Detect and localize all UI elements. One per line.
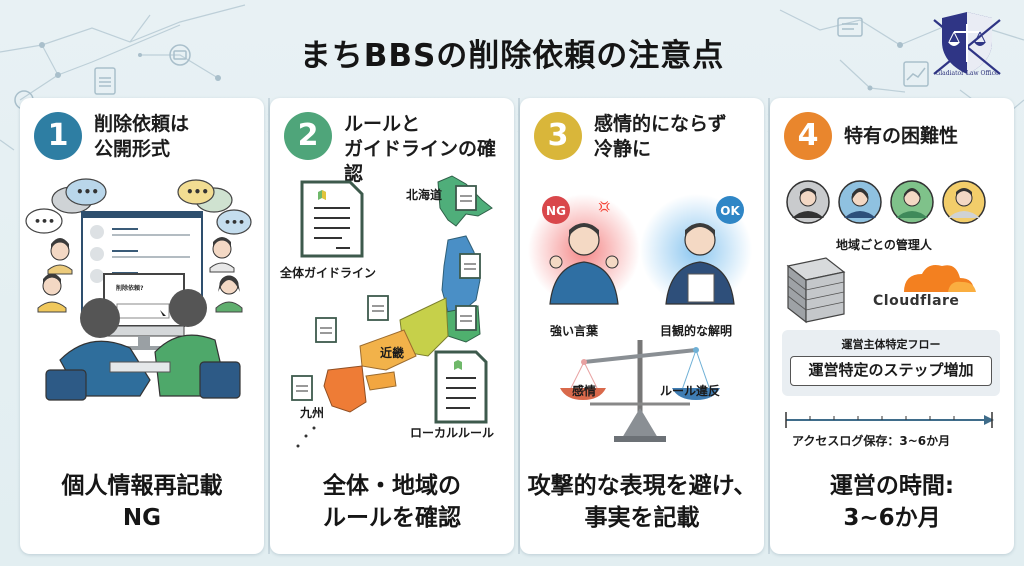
card-divider [268,98,270,554]
hokkaido-label: 北海道 [406,188,443,202]
svg-text:•••: ••• [76,185,99,199]
document-icon [300,180,364,258]
person-icon [37,237,243,313]
svg-text:•••: ••• [186,185,209,199]
ng-badge-icon: NG [542,196,570,224]
card-public-format: 1 削除依頼は 公開形式 ••• ••• ••• ••• [20,98,279,554]
cloudflare-logo-icon [904,265,976,292]
card-title: ルールと ガイドラインの確認 [344,113,497,185]
card-caption: 運営の時間: 3~6か月 [829,473,955,531]
card-title: 感情的にならず 冷静に [594,113,727,160]
card-caption: 個人情報再記載 NG [61,473,223,531]
svg-text:•••: ••• [224,216,245,229]
rule-violation-label: ルール違反 [660,384,721,398]
japan-map-with-documents-illustration [291,175,493,448]
avatar-icon [786,180,986,224]
firewall-brick-wall-icon [786,257,846,324]
logo-text: Gladiator Law Office [935,70,999,77]
cloudflare-label: Cloudflare [873,293,960,309]
admins-wall-cloudflare-timeline-illustration [785,180,994,428]
regional-admins-label: 地域ごとの管理人 [836,238,932,252]
card-stay-calm: 3 感情的にならず 冷静に 💢 NG [520,98,779,554]
card-divider [768,98,770,554]
step-number-badge: 2 [284,112,332,160]
card-title: 削除依頼は 公開形式 [94,113,190,160]
flow-step-box: 運営特定のステップ増加 [790,356,992,386]
local-rule-label: ローカルルール [410,426,495,440]
card-title: 特有の困難性 [844,125,959,147]
svg-text:OK: OK [720,204,740,218]
svg-text:NG: NG [546,204,566,218]
people-discussing-computer-forum-illustration: ••• ••• ••• ••• 削除依頼? [25,178,252,401]
operator-identification-flow-box: 運営主体特定フロー 運営特定のステップ増加 [782,330,1000,396]
kyushu-label: 九州 [300,406,325,420]
kinki-label: 近畿 [380,346,405,360]
document-icon [291,185,481,401]
card-caption: 攻撃的な表現を避け、 事実を記載 [527,473,757,531]
card-rules-guidelines: 2 ルールと ガイドラインの確認 [270,98,529,554]
svg-text:•••: ••• [34,215,55,228]
speech-bubble-icon: ••• ••• ••• ••• [25,178,252,235]
card-caption: 全体・地域の ルールを確認 [323,473,461,531]
step-number-badge: 3 [534,112,582,160]
access-log-label: アクセスログ保存：3~6か月 [792,434,951,448]
ng-ok-people-and-scale-illustration: 💢 NG OK [528,194,752,442]
document-icon [434,350,488,424]
ok-badge-icon: OK [716,196,744,224]
card-divider [518,98,520,554]
objective-explanation-label: 目観的な解明 [660,324,733,338]
svg-text:削除依頼?: 削除依頼? [116,284,144,292]
page-title: まちBBSの削除依頼の注意点 [299,38,725,74]
strong-words-label: 強い言葉 [550,324,599,338]
timeline-arrow [785,412,994,428]
svg-text:💢: 💢 [598,200,610,213]
emotion-label: 感情 [572,384,597,398]
step-number-badge: 1 [34,112,82,160]
balance-scale-icon [560,340,720,442]
overall-guideline-label: 全体ガイドライン [280,266,377,280]
flow-title: 運営主体特定フロー [841,338,941,351]
card-unique-difficulty: 4 特有の困難性 [770,98,1014,554]
shield-scales-icon [933,12,1001,75]
step-number-badge: 4 [784,112,832,160]
